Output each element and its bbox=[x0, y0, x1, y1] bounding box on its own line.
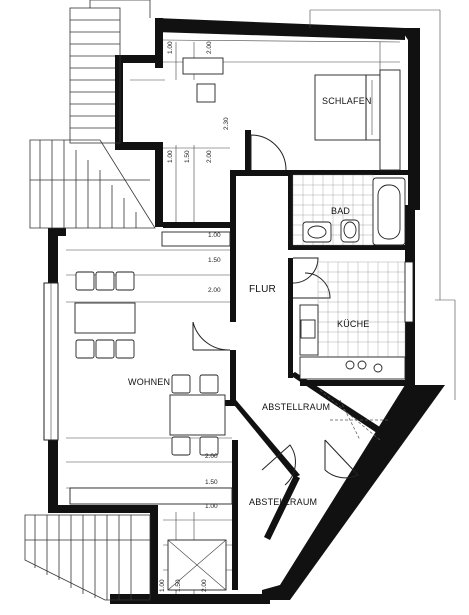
dim-wohnen-b: 1.50 bbox=[208, 257, 221, 264]
dimension-labels: 1.00 2.00 2.30 1.00 1.50 2.00 1.00 1.50 … bbox=[159, 41, 230, 592]
room-label-kueche: KÜCHE bbox=[337, 319, 370, 329]
dim-bottom-c: 2.00 bbox=[201, 579, 208, 592]
bedroom-desk bbox=[182, 57, 224, 103]
interior-walls bbox=[163, 130, 408, 590]
kitchen-fixtures bbox=[299, 261, 414, 380]
dim-lower-b: 1.50 bbox=[205, 479, 218, 486]
bed bbox=[314, 69, 401, 171]
stairs-bottom bbox=[24, 514, 151, 601]
dim-lower-a: 2.00 bbox=[205, 453, 218, 460]
dim-top-c: 2.30 bbox=[223, 117, 230, 130]
dim-top-b: 2.00 bbox=[206, 41, 213, 54]
dim-mid-b: 1.50 bbox=[184, 150, 191, 163]
room-label-abstellraum-upper: ABSTELLRAUM bbox=[262, 402, 330, 412]
dim-mid-a: 1.00 bbox=[167, 150, 174, 163]
dim-lower-c: 1.00 bbox=[205, 503, 218, 510]
dining-set-lower bbox=[169, 374, 226, 456]
room-label-flur: FLUR bbox=[249, 284, 276, 295]
stairs-top bbox=[69, 0, 151, 144]
dim-wohnen-c: 2.00 bbox=[208, 287, 221, 294]
dim-top-a: 1.00 bbox=[167, 41, 174, 54]
bathroom-fixtures bbox=[292, 174, 406, 246]
dim-mid-c: 2.00 bbox=[206, 150, 213, 163]
dim-bottom-b: 1.50 bbox=[175, 579, 182, 592]
dining-set-upper bbox=[74, 271, 136, 359]
storage-dashed bbox=[319, 389, 390, 441]
room-label-abstellraum-lower: ABSTELLRAUM bbox=[249, 497, 317, 507]
window-box bbox=[69, 231, 233, 591]
room-label-schlafen: SCHLAFEN bbox=[322, 96, 372, 106]
room-label-bad: BAD bbox=[331, 206, 350, 216]
dim-bottom-a: 1.00 bbox=[159, 579, 166, 592]
dim-wohnen-a: 1.00 bbox=[208, 232, 221, 239]
stairs-left bbox=[29, 139, 156, 229]
room-label-wohnen: WOHNEN bbox=[128, 377, 170, 387]
doors bbox=[192, 134, 359, 486]
